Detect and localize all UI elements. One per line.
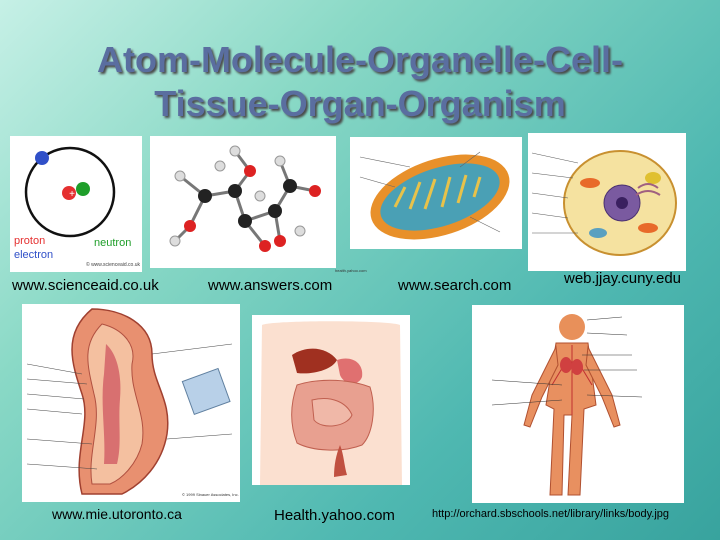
title-line-1: Atom-Molecule-Organelle-Cell-	[96, 39, 624, 80]
proton-label: proton	[14, 235, 45, 247]
organ-image	[252, 315, 410, 485]
intestine-credit: © 1999 Sinauer Associates, Inc.	[182, 492, 239, 497]
slide-title: Atom-Molecule-Organelle-Cell- Tissue-Org…	[0, 38, 720, 126]
cell-image	[528, 133, 686, 271]
electron-label: electron	[14, 249, 53, 261]
tissue-caption: www.mie.utoronto.ca	[52, 506, 182, 522]
atom-caption: www.scienceaid.co.uk	[12, 277, 159, 294]
molecule-image	[150, 136, 336, 268]
neutron-label: neutron	[94, 237, 131, 249]
atom-credit: © www.scienceaid.co.uk	[86, 261, 140, 268]
organism-caption: http://orchard.sbschools.net/library/lin…	[432, 508, 670, 520]
tissue-image: © 1999 Sinauer Associates, Inc.	[22, 304, 240, 502]
mitochondrion-image	[350, 137, 522, 249]
organ-caption: Health.yahoo.com	[274, 507, 395, 524]
atom-image: + proton neutron electron © www.sciencea…	[10, 136, 142, 272]
svg-text:+: +	[69, 189, 75, 200]
molecule-caption: www.answers.com	[208, 277, 333, 294]
mitochondrion-caption: www.search.com	[398, 277, 512, 294]
organism-image	[472, 305, 684, 503]
molecule-watermark: health.yahoo.com	[335, 268, 367, 273]
cell-caption: web.jjay.cuny.edu	[564, 270, 682, 287]
title-line-2: Tissue-Organ-Organism	[154, 83, 566, 124]
